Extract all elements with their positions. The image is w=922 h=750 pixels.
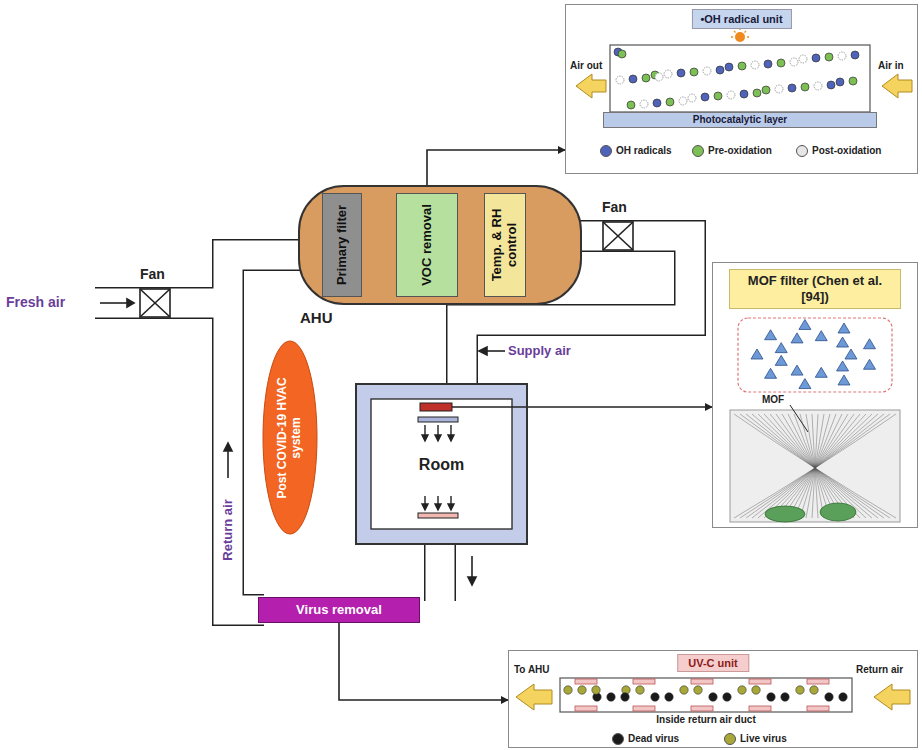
fibre-mesh	[734, 414, 896, 518]
text-label: Fresh air	[6, 294, 65, 311]
green-particles	[765, 503, 856, 522]
legend-swatch	[692, 145, 704, 157]
legend-text: Post-oxidation	[812, 145, 881, 157]
legend-text: Pre-oxidation	[708, 145, 772, 157]
text-label: Air out	[570, 60, 602, 72]
node-text: UV-C unit	[677, 654, 749, 672]
text-label: Return air	[220, 499, 236, 560]
text-label: Fan	[140, 266, 165, 283]
system-ellipse: Post COVID-19 HVAC system	[262, 340, 318, 535]
uv-duct	[516, 678, 910, 712]
photocatalytic-chamber	[576, 28, 912, 112]
mof-structure	[730, 318, 900, 522]
text-label: Air in	[878, 60, 904, 72]
legend-item: Dead virus	[612, 733, 679, 745]
legend-swatch	[724, 733, 736, 745]
node-text: Photocatalytic layer	[604, 113, 876, 127]
legend-text: Dead virus	[628, 733, 679, 745]
node-text: •OH radical unit	[691, 9, 791, 29]
legend-text: Live virus	[740, 733, 787, 745]
mof-lattice	[751, 319, 876, 388]
legend-text: OH radicals	[616, 145, 672, 157]
legend-item: Post-oxidation	[796, 145, 881, 157]
node-text: MOF filter (Chen et al. [94])	[729, 269, 901, 309]
connector-arrow	[427, 150, 565, 185]
legend-item: OH radicals	[600, 145, 672, 157]
legend-swatch	[612, 733, 624, 745]
text-label: Supply air	[508, 343, 571, 359]
fresh-air-duct	[94, 289, 228, 318]
node-text: Primary filter	[335, 198, 350, 292]
legend-swatch	[600, 145, 612, 157]
node-text: AHU	[300, 309, 333, 327]
node-text: Post COVID-19 HVAC system	[276, 368, 304, 508]
connector-arrow	[339, 623, 508, 700]
room-walls	[355, 383, 528, 545]
legend-swatch	[796, 145, 808, 157]
node-text: Room	[419, 455, 464, 474]
legend-item: Live virus	[724, 733, 787, 745]
text-label: Return air	[856, 664, 903, 676]
legend-item: Pre-oxidation	[692, 145, 772, 157]
filter-stage: Temp. & RH control	[484, 193, 526, 297]
photocatalytic-layer: Photocatalytic layer	[603, 112, 877, 128]
fresh-air-duct	[95, 287, 228, 319]
text-label: MOF	[762, 394, 784, 406]
connector-arrow	[528, 406, 712, 408]
air-handling-unit: AHUPrimary filterVOC removalTemp. & RH c…	[298, 185, 582, 305]
text-label: Inside return air duct	[656, 714, 755, 726]
filter-stage: VOC removal	[396, 193, 458, 297]
process-box: Virus removal	[258, 597, 420, 623]
room-box: Room	[355, 383, 528, 545]
filter-stage: Primary filter	[322, 193, 362, 297]
node-text: VOC removal	[420, 198, 435, 292]
particle-texture	[614, 48, 859, 109]
air-duct	[228, 255, 320, 610]
inset-panel: MOF filter (Chen et al. [94])	[712, 262, 918, 528]
virus-texture	[564, 679, 847, 711]
air-duct	[424, 541, 456, 601]
text-label: To AHU	[514, 664, 550, 676]
air-duct	[228, 255, 320, 610]
text-label: Fan	[602, 199, 627, 216]
node-text: Virus removal	[259, 598, 419, 622]
air-duct	[426, 541, 455, 601]
node-text: Temp. & RH control	[490, 198, 520, 292]
